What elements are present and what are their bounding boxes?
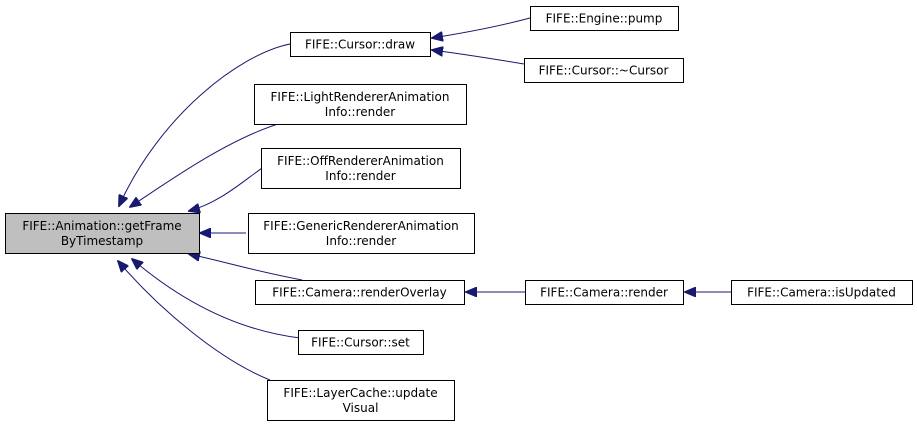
node-box[interactable] <box>5 213 200 254</box>
node-generic-renderer[interactable]: FIFE::GenericRendererAnimationInfo::rend… <box>248 213 475 254</box>
node-cursor-draw[interactable]: FIFE::Cursor::draw <box>290 32 431 57</box>
node-box[interactable] <box>298 330 424 355</box>
nodes-layer: FIFE::Animation::getFrameByTimestampFIFE… <box>5 6 913 421</box>
node-box[interactable] <box>290 32 431 57</box>
node-box[interactable] <box>731 280 913 305</box>
edge-layercache-update-to-get-frame <box>118 261 271 381</box>
node-box[interactable] <box>525 280 684 305</box>
node-label: FIFE::Cursor::set <box>311 336 410 350</box>
node-camera-render-overlay[interactable]: FIFE::Camera::renderOverlay <box>255 280 465 305</box>
node-camera-is-updated[interactable]: FIFE::Camera::isUpdated <box>731 280 913 305</box>
edge-cursor-draw-to-get-frame <box>119 43 291 206</box>
node-label: FIFE::Camera::renderOverlay <box>272 286 446 300</box>
node-label: FIFE::Engine::pump <box>546 12 663 26</box>
node-label: FIFE::LayerCache::update <box>283 386 437 400</box>
node-cursor-set[interactable]: FIFE::Cursor::set <box>298 330 424 355</box>
node-box[interactable] <box>267 380 455 421</box>
edge-cursor-set-to-get-frame <box>132 259 301 339</box>
node-label: FIFE::Camera::render <box>540 286 668 300</box>
node-label: FIFE::Cursor::draw <box>305 38 415 52</box>
node-label: FIFE::Cursor::~Cursor <box>539 64 669 78</box>
node-box[interactable] <box>261 148 461 189</box>
edge-engine-pump-to-cursor-draw <box>432 17 531 38</box>
node-label: FIFE::Animation::getFrame <box>22 219 181 233</box>
edge-camera-render-overlay-to-get-frame <box>189 254 303 281</box>
node-label: FIFE::LightRendererAnimation <box>271 90 450 104</box>
node-label: Info::render <box>325 169 395 183</box>
node-label: FIFE::GenericRendererAnimation <box>263 219 459 233</box>
node-engine-pump[interactable]: FIFE::Engine::pump <box>530 6 679 31</box>
node-label: Info::render <box>326 234 396 248</box>
node-box[interactable] <box>248 213 475 254</box>
node-box[interactable] <box>254 84 467 125</box>
node-label: FIFE::OffRendererAnimation <box>277 154 444 168</box>
node-box[interactable] <box>524 58 684 83</box>
node-box[interactable] <box>530 6 679 31</box>
node-label: FIFE::Camera::isUpdated <box>747 286 896 300</box>
node-cursor-dtor[interactable]: FIFE::Cursor::~Cursor <box>524 58 684 83</box>
node-label: Info::render <box>325 105 395 119</box>
node-box[interactable] <box>255 280 465 305</box>
edge-light-renderer-to-get-frame <box>130 123 279 207</box>
node-label: ByTimestamp <box>61 234 143 248</box>
edge-cursor-dtor-to-cursor-draw <box>432 50 525 65</box>
node-camera-render[interactable]: FIFE::Camera::render <box>525 280 684 305</box>
node-label: Visual <box>343 401 379 415</box>
